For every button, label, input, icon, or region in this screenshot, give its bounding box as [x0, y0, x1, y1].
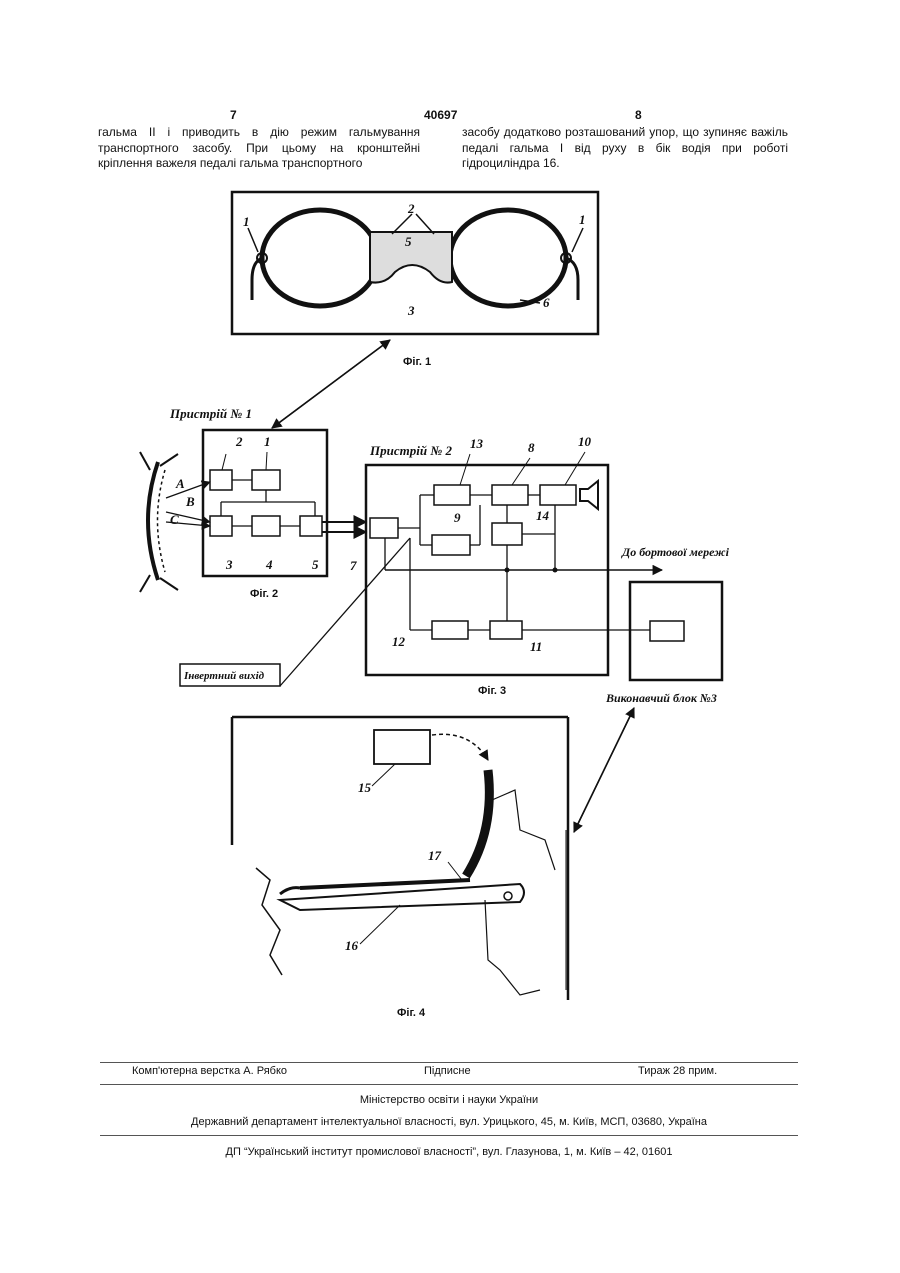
device1-title: Пристрій № 1	[169, 406, 252, 421]
block-1	[252, 470, 280, 490]
left-text-column: гальма II і приводить в дію режим гальму…	[98, 125, 420, 172]
fig2-label-2: 2	[235, 434, 243, 449]
fig1-label-6: 6	[543, 295, 550, 310]
fig2-caption: Фіг. 2	[250, 588, 278, 600]
fig2-label-5: 5	[312, 557, 319, 572]
footer-department: Державний департамент інтелектуальної вл…	[100, 1116, 798, 1128]
fig3-label-7: 7	[350, 558, 357, 573]
fig1-label-1-right: 1	[579, 212, 586, 227]
block-15	[374, 730, 430, 764]
fig4-caption: Фіг. 4	[397, 1007, 426, 1019]
left-lens	[262, 210, 378, 306]
block-7	[370, 518, 398, 538]
right-page-number: 8	[635, 108, 642, 122]
device2-title: Пристрій № 2	[369, 443, 452, 458]
footer-rule-middle	[100, 1084, 798, 1085]
fig3-caption: Фіг. 3	[478, 685, 506, 697]
exec-unit-frame	[630, 582, 722, 680]
footer-rule-bottom	[100, 1135, 798, 1136]
footer-layout-by: Комп'ютерна верстка А. Рябко	[132, 1065, 287, 1077]
fig3-label-10: 10	[578, 434, 592, 449]
block-12	[432, 621, 468, 639]
footer-signed: Підписне	[424, 1065, 471, 1077]
block-13	[434, 485, 470, 505]
block-14	[492, 523, 522, 545]
block-5	[300, 516, 322, 536]
signal-C-label: С	[170, 512, 179, 527]
fig1-label-2: 2	[407, 201, 415, 216]
exec-unit-block	[650, 621, 684, 641]
figure-3: Пристрій № 2 13 8 10 9 14 7	[180, 434, 730, 705]
patent-number: 40697	[424, 108, 457, 122]
fig3-label-13: 13	[470, 436, 484, 451]
footer-ministry: Міністерство освіти і науки України	[100, 1094, 798, 1106]
right-lens	[450, 210, 566, 306]
fig3-label-12: 12	[392, 634, 406, 649]
block-3	[210, 516, 232, 536]
fig4-label-16: 16	[345, 938, 359, 953]
fig3-label-8: 8	[528, 440, 535, 455]
fig3-label-14: 14	[536, 508, 550, 523]
block-4	[252, 516, 280, 536]
figure-4: 15 17 16 Фіг. 4	[232, 717, 568, 1019]
footer-rule-top	[100, 1062, 798, 1063]
figure-1: 1 1 2 5 3 6 Фіг. 1	[232, 192, 598, 368]
footer-print-run: Тираж 28 прим.	[638, 1065, 717, 1077]
patent-drawings: 1 1 2 5 3 6 Фіг. 1 Пристрій № 1 А В С	[0, 180, 900, 1030]
block-10	[540, 485, 576, 505]
board-network-label: До бортової мережі	[621, 545, 730, 559]
block-8	[492, 485, 528, 505]
fig1-label-5: 5	[405, 234, 412, 249]
exec-unit-label: Виконавчий блок №3	[605, 691, 717, 705]
inverse-output-pointer	[280, 538, 410, 686]
fig4-label-15: 15	[358, 780, 372, 795]
fig4-label-17: 17	[428, 848, 442, 863]
head-profile	[148, 462, 158, 580]
left-page-number: 7	[230, 108, 237, 122]
signal-B-label: В	[185, 494, 195, 509]
right-text-column: засобу додатково розташований упор, що з…	[462, 125, 788, 172]
block-9	[432, 535, 470, 555]
hydraulic-cylinder	[300, 880, 470, 888]
figure-2: Пристрій № 1 А В С 2 1 3 4 5 Фіг. 2	[140, 406, 366, 600]
fig1-label-1-left: 1	[243, 214, 250, 229]
footer-institute: ДП “Український інститут промислової вла…	[100, 1146, 798, 1158]
inverse-output-label: Інвертний вихід	[183, 670, 265, 682]
fig1-label-3: 3	[407, 303, 415, 318]
fig3-label-9: 9	[454, 510, 461, 525]
block-11	[490, 621, 522, 639]
speaker-icon	[580, 481, 598, 509]
fig1-caption: Фіг. 1	[403, 356, 431, 368]
fig2-label-3: 3	[225, 557, 233, 572]
signal-A-label: А	[175, 476, 185, 491]
fig2-label-1: 1	[264, 434, 271, 449]
block-2	[210, 470, 232, 490]
brake-pedal-lever	[466, 770, 489, 876]
fig3-label-11: 11	[530, 639, 542, 654]
fig2-label-4: 4	[265, 557, 273, 572]
